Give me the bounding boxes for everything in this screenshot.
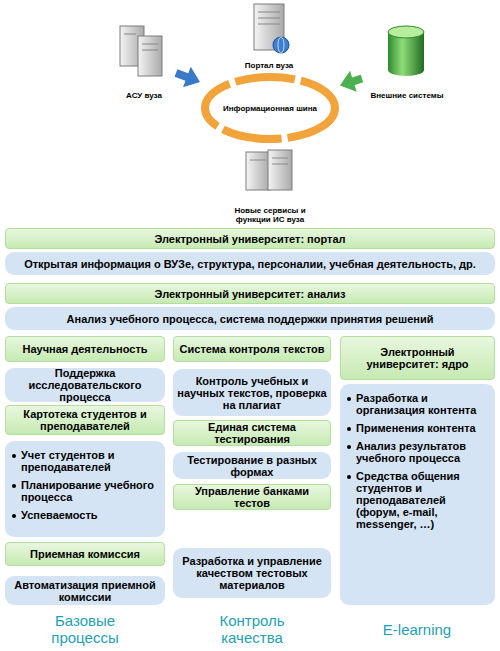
node-text: Приемная комиссия xyxy=(30,548,140,560)
column-label: E-learning xyxy=(362,621,472,638)
node-text: Контроль учебных и научных текстов, пров… xyxy=(177,375,327,411)
bullet-item: Анализ результатов учебного процесса xyxy=(346,440,489,464)
content-band: Открытая информация о ВУЗе, структура, п… xyxy=(5,252,495,275)
arrow-shaft xyxy=(176,73,189,78)
bullet-item: Применения контента xyxy=(346,422,489,434)
bullet-item: Учет студентов и преподавателей xyxy=(11,449,159,473)
node-text: Информационная шина xyxy=(223,104,317,113)
bullet-item: Разработка и организация контента xyxy=(346,392,489,416)
node-text: Анализ учебного процесса, система поддер… xyxy=(67,313,434,325)
node-text: Автоматизация приемной комиссии xyxy=(9,579,161,603)
process-box: Контроль учебных и научных текстов, пров… xyxy=(173,369,331,416)
node-text: Система контроля текстов xyxy=(180,343,325,355)
flow-arrow xyxy=(176,67,200,88)
node-text: Разработка и управление качеством тестов… xyxy=(177,555,327,591)
illustration xyxy=(0,0,500,230)
header-box: Управление банками тестов xyxy=(173,484,331,510)
arrow-head xyxy=(340,71,357,92)
header-box: Картотека студентов и преподавателей xyxy=(5,405,165,435)
node-text: Управление банками тестов xyxy=(178,485,326,509)
column-label: Базовые процессы xyxy=(30,612,140,646)
node-text: Электронный университет: портал xyxy=(154,233,345,245)
header-box: Электронный университет: ядро xyxy=(340,336,495,380)
header-box: Приемная комиссия xyxy=(5,542,165,566)
asu-server-icon xyxy=(120,26,162,76)
bullet-item: Планирование учебного процесса xyxy=(11,479,159,503)
node-text: Единая система тестирования xyxy=(178,421,326,445)
header-box: Единая система тестирования xyxy=(173,420,331,446)
header-box: Система контроля текстов xyxy=(173,336,331,362)
bullet-item: Успеваемость xyxy=(11,509,159,521)
arrow-shaft xyxy=(351,78,362,81)
arrow-head xyxy=(183,67,200,88)
database-icon-node: Внешние системы xyxy=(362,28,452,100)
bus-ring: Информационная шина xyxy=(200,72,340,144)
node-text: Электронный университет: ядро xyxy=(345,346,490,370)
header-band: Электронный университет: портал xyxy=(5,228,495,249)
column-label: Контроль качества xyxy=(197,612,307,646)
header-band: Электронный университет: анализ xyxy=(5,283,495,304)
process-box: Автоматизация приемной комиссии xyxy=(5,576,165,605)
flow-arrow xyxy=(340,71,362,92)
node-text: Поддержка исследовательского процесса xyxy=(9,367,161,403)
process-box: Тестирование в разных формах xyxy=(173,452,331,479)
node-text: Научная деятельность xyxy=(22,343,147,355)
bullet-list-box: Учет студентов и преподавателейПланирова… xyxy=(5,441,165,537)
server-icon-node: Новые сервисы и функции ИС вуза xyxy=(218,146,322,224)
bullet-item: Средства общения студентов и преподавате… xyxy=(346,470,489,530)
node-text: Новые сервисы и функции ИС вуза xyxy=(218,206,322,224)
bullet-list-box: Разработка и организация контентаПримене… xyxy=(340,384,495,605)
process-box: Поддержка исследовательского процесса xyxy=(5,368,165,402)
ring-ellipse xyxy=(205,77,335,139)
portal-server-icon xyxy=(254,4,289,53)
node-text: Электронный университет: анализ xyxy=(155,288,346,300)
external-database-icon xyxy=(388,26,424,76)
node-text: Портал вуза xyxy=(245,61,293,70)
server-icon-node: АСУ вуза xyxy=(112,22,176,100)
content-band: Анализ учебного процесса, система поддер… xyxy=(5,307,495,330)
new-services-server-icon xyxy=(246,150,292,190)
node-text: АСУ вуза xyxy=(126,91,162,100)
node-text: Тестирование в разных формах xyxy=(177,454,327,478)
node-text: Внешние системы xyxy=(371,91,444,100)
node-text: Открытая информация о ВУЗе, структура, п… xyxy=(24,258,476,270)
header-box: Научная деятельность xyxy=(5,336,165,362)
process-box: Разработка и управление качеством тестов… xyxy=(173,548,331,598)
server-icon-node: Портал вуза xyxy=(226,0,312,70)
node-text: Картотека студентов и преподавателей xyxy=(10,408,160,432)
